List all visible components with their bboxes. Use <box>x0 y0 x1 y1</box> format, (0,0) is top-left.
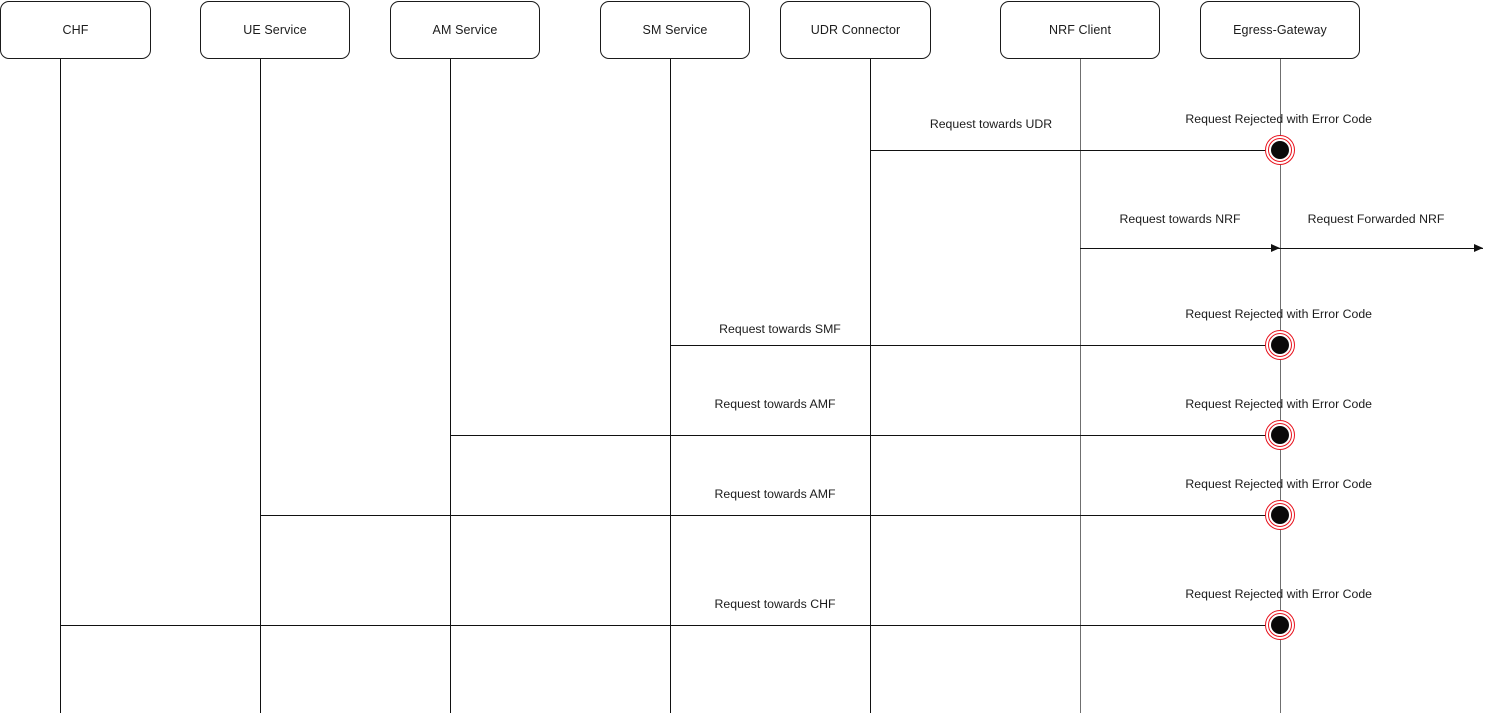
marker-disc-icon <box>1271 616 1289 634</box>
marker-disc-icon <box>1271 426 1289 444</box>
marker-inner-ring-icon <box>1268 423 1292 447</box>
marker-disc-icon <box>1271 506 1289 524</box>
marker-disc-icon <box>1271 336 1289 354</box>
lifeline-egress <box>1280 59 1282 713</box>
rejected-label-m3: Request Rejected with Error Code <box>1185 307 1372 321</box>
participant-label-am: AM Service <box>432 22 498 37</box>
marker-inner-ring-icon <box>1268 333 1292 357</box>
arrow-head-m2b <box>1474 244 1483 252</box>
request-rejected-marker-m5 <box>1265 500 1295 530</box>
arrow-head-m2 <box>1271 244 1280 252</box>
marker-disc-icon <box>1271 141 1289 159</box>
message-arrow-m5 <box>260 515 1280 517</box>
lifeline-am <box>450 59 452 713</box>
marker-inner-ring-icon <box>1268 613 1292 637</box>
message-arrow-m2 <box>1080 248 1280 250</box>
participant-label-sm: SM Service <box>642 22 708 37</box>
marker-inner-ring-icon <box>1268 138 1292 162</box>
participant-label-nrf: NRF Client <box>1048 22 1112 37</box>
rejected-label-m4: Request Rejected with Error Code <box>1185 397 1372 411</box>
message-label-m1: Request towards UDR <box>929 117 1053 131</box>
message-arrow-m2b <box>1280 248 1483 250</box>
message-arrow-m6 <box>60 625 1280 627</box>
message-label-m4: Request towards AMF <box>714 397 836 411</box>
lifeline-chf <box>60 59 62 713</box>
rejected-label-m5: Request Rejected with Error Code <box>1185 477 1372 491</box>
message-label-m5: Request towards AMF <box>714 487 836 501</box>
participant-box-udr[interactable]: UDR Connector <box>780 1 931 59</box>
request-rejected-marker-m6 <box>1265 610 1295 640</box>
participant-box-egress[interactable]: Egress-Gateway <box>1200 1 1360 59</box>
participant-box-chf[interactable]: CHF <box>0 1 151 59</box>
message-label-m2: Request towards NRF <box>1119 212 1241 226</box>
message-label-m2b: Request Forwarded NRF <box>1307 212 1445 226</box>
lifeline-ue <box>260 59 262 713</box>
request-rejected-marker-m1 <box>1265 135 1295 165</box>
request-rejected-marker-m4 <box>1265 420 1295 450</box>
participant-box-sm[interactable]: SM Service <box>600 1 750 59</box>
lifeline-udr <box>870 59 872 713</box>
message-label-m6: Request towards CHF <box>714 597 836 611</box>
message-label-m3: Request towards SMF <box>719 322 841 336</box>
request-rejected-marker-m3 <box>1265 330 1295 360</box>
participant-box-ue[interactable]: UE Service <box>200 1 350 59</box>
participant-label-ue: UE Service <box>243 22 307 37</box>
participant-label-chf: CHF <box>62 22 89 37</box>
participant-label-udr: UDR Connector <box>810 22 901 37</box>
message-arrow-m1 <box>870 150 1280 152</box>
rejected-label-m1: Request Rejected with Error Code <box>1185 112 1372 126</box>
marker-inner-ring-icon <box>1268 503 1292 527</box>
message-arrow-m4 <box>450 435 1280 437</box>
participant-box-am[interactable]: AM Service <box>390 1 540 59</box>
message-arrow-m3 <box>670 345 1280 347</box>
lifeline-nrf <box>1080 59 1082 713</box>
participant-box-nrf[interactable]: NRF Client <box>1000 1 1160 59</box>
lifeline-sm <box>670 59 672 713</box>
rejected-label-m6: Request Rejected with Error Code <box>1185 587 1372 601</box>
participant-label-egress: Egress-Gateway <box>1233 22 1327 37</box>
